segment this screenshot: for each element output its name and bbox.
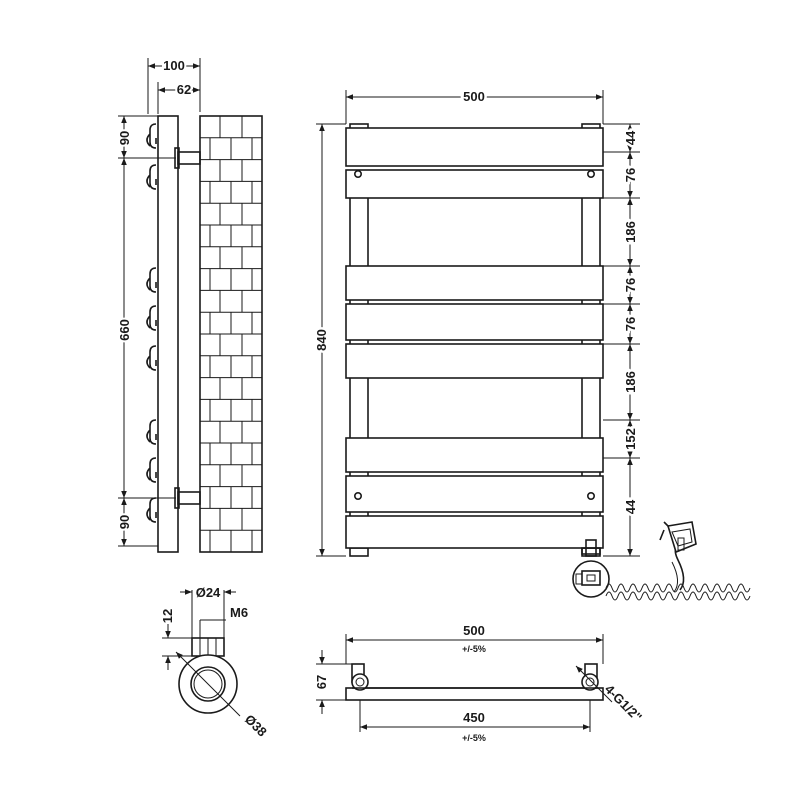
panel-bar xyxy=(345,169,604,199)
bar-profile xyxy=(146,457,157,483)
bar-profile xyxy=(146,123,157,149)
dim-bracket-depth: 62 xyxy=(157,80,200,114)
bracket-spacing-label: 660 xyxy=(117,319,132,341)
radiator-side-profile xyxy=(157,115,179,553)
panel-bar xyxy=(345,303,604,341)
bar-profile xyxy=(146,164,157,190)
right-dimension-label: 186 xyxy=(623,221,638,243)
top-offset-label: 90 xyxy=(117,131,132,145)
bar-profile xyxy=(146,267,157,293)
dim-front-right: 44 76 186 76 76 186 152 44 xyxy=(603,123,641,557)
valve-diameter-top-label: Ø24 xyxy=(196,585,221,600)
dim-side-vertical: 90 660 90 xyxy=(115,115,176,547)
right-dimension-label: 186 xyxy=(623,371,638,393)
bracket-depth-label: 62 xyxy=(177,82,191,97)
plug-icon xyxy=(659,521,697,554)
bottom-offset-label: 90 xyxy=(117,515,132,529)
valve-diameter-base-label: Ø38 xyxy=(242,712,270,740)
plan-width-tolerance: +/-5% xyxy=(462,644,486,654)
plan-centres-tolerance: +/-5% xyxy=(462,733,486,743)
panel-bar xyxy=(345,127,604,167)
total-depth-label: 100 xyxy=(163,58,185,73)
brick-wall xyxy=(199,115,263,553)
dim-front-height: 840 xyxy=(312,123,346,557)
right-dimension-label: 76 xyxy=(623,317,638,331)
front-width-label: 500 xyxy=(463,89,485,104)
top-bracket xyxy=(174,147,201,169)
panel-bar xyxy=(345,265,604,301)
mounting-points xyxy=(353,170,595,500)
panel-bars xyxy=(345,127,604,549)
bar-profile xyxy=(146,497,157,523)
dim-front-width: 500 xyxy=(345,87,604,124)
heating-element xyxy=(572,539,610,598)
valve-detail: Ø24 M6 12 Ø38 xyxy=(160,585,270,740)
bar-profile xyxy=(146,419,157,445)
valve-height-label: 12 xyxy=(160,609,175,623)
panel-bar xyxy=(345,475,604,513)
front-height-label: 840 xyxy=(314,329,329,351)
right-dimension-label: 44 xyxy=(623,499,638,514)
plan-view: 500 +/-5% 450 +/-5% 67 4-G1/2" xyxy=(314,623,645,743)
plan-depth-label: 67 xyxy=(314,675,329,689)
right-dimension-label: 76 xyxy=(623,278,638,292)
right-dimension-label: 76 xyxy=(623,168,638,182)
plan-panel xyxy=(345,687,604,701)
bar-profile xyxy=(146,345,157,371)
valve-thread-label: M6 xyxy=(230,605,248,620)
bottom-bracket xyxy=(174,487,201,509)
dim-total-depth: 100 xyxy=(147,56,201,114)
plan-width-label: 500 xyxy=(463,623,485,638)
panel-bar xyxy=(345,515,604,549)
panel-bar xyxy=(345,437,604,473)
bar-profile xyxy=(146,305,157,331)
panel-bar xyxy=(345,343,604,379)
front-view: 500 840 44 76 186 76 76 186 152 44 xyxy=(312,87,751,601)
bar-profiles xyxy=(146,123,157,523)
right-dimension-label: 44 xyxy=(623,130,638,145)
right-dimension-label: 152 xyxy=(623,428,638,450)
plan-centres-label: 450 xyxy=(463,710,485,725)
plan-connection-label: 4-G1/2" xyxy=(602,682,645,725)
side-view: 100 62 90 660 90 xyxy=(115,56,263,553)
